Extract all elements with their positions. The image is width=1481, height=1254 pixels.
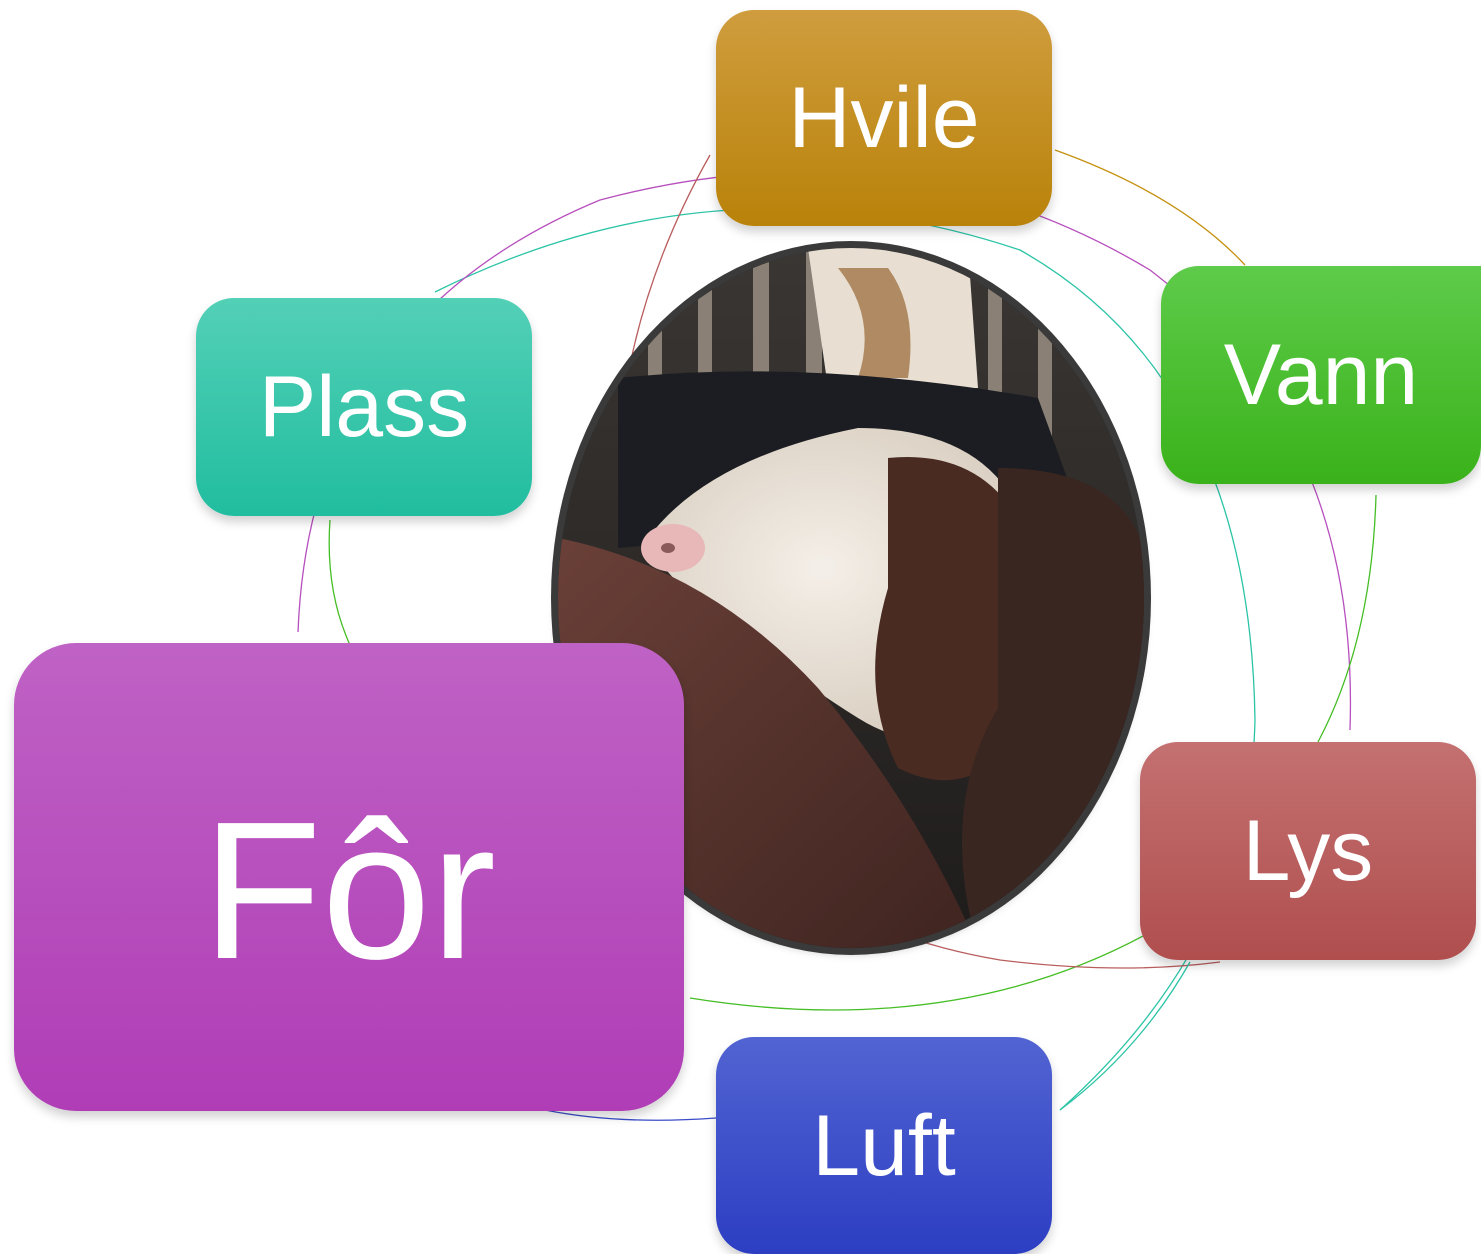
node-plass: Plass (196, 298, 532, 516)
node-lys: Lys (1140, 742, 1476, 960)
node-luft-label: Luft (812, 1097, 956, 1194)
node-for-label: Fôr (202, 781, 496, 1000)
node-for: Fôr (14, 643, 684, 1111)
arc-vann-3 (328, 519, 351, 646)
arc-vann (1317, 494, 1377, 743)
node-hvile-label: Hvile (788, 70, 980, 166)
arc-luft-2 (1059, 961, 1191, 1111)
node-hvile: Hvile (716, 10, 1052, 226)
node-lys-label: Lys (1242, 803, 1374, 899)
node-vann-label: Vann (1223, 327, 1419, 423)
node-plass-label: Plass (258, 359, 470, 455)
arc-hvile (1054, 149, 1246, 266)
node-luft: Luft (716, 1037, 1052, 1254)
arc-vann-2 (689, 934, 1146, 1011)
node-vann: Vann (1161, 266, 1481, 484)
arc-luft (544, 1109, 717, 1121)
